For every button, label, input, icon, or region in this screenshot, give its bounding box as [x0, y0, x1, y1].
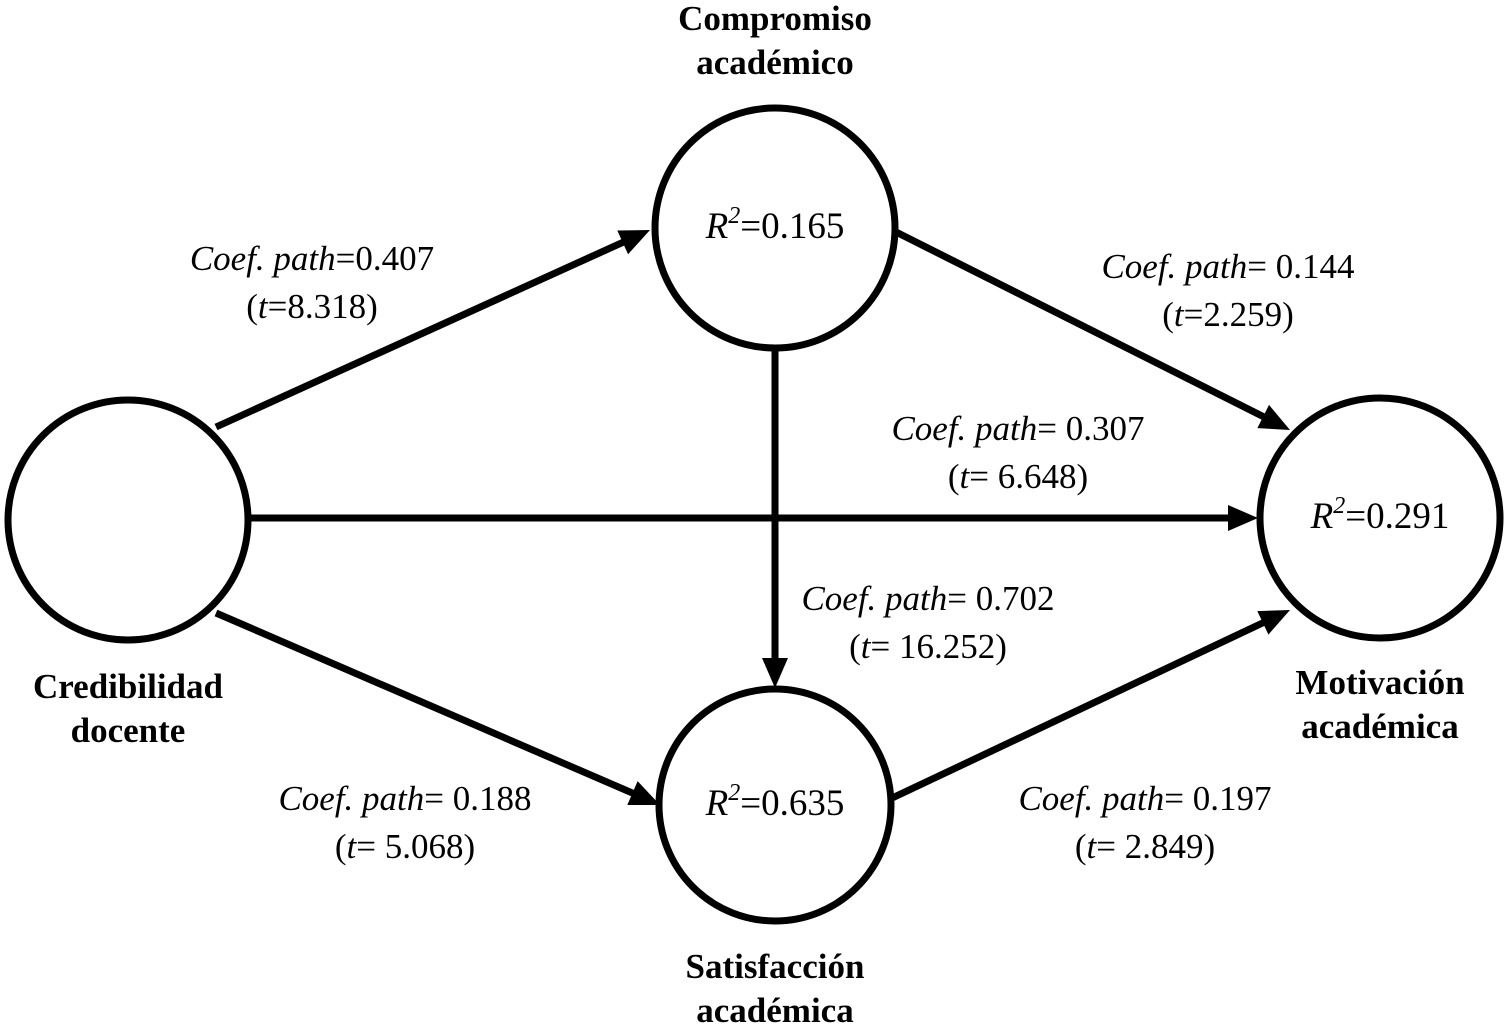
edge-compromiso-to-motivacion [894, 228, 1290, 430]
node-circle[interactable] [4, 396, 252, 644]
node-circle[interactable] [1256, 394, 1504, 642]
edge-coef-label: Coef. path= 0.188 [278, 779, 531, 818]
node-label-line2: académico [696, 43, 853, 82]
edge-coef-label: Coef. path= 0.144 [1101, 247, 1354, 286]
edge-coef-label: Coef. path= 0.307 [891, 409, 1144, 448]
node-label-line2: docente [71, 711, 186, 750]
edge-credibilidad-to-compromiso [214, 230, 650, 431]
edge-tvalue-label: (t=2.259) [1162, 295, 1294, 334]
edge-tvalue-label: (t= 5.068) [335, 827, 475, 866]
node-label-line1: Motivación [1295, 663, 1464, 702]
edge-coef-label: Coef. path= 0.702 [801, 579, 1054, 618]
edge-line [214, 609, 640, 799]
arrowhead-icon [762, 658, 788, 688]
edge-coef-label: Coef. path=0.407 [190, 239, 434, 278]
edge-line [214, 236, 630, 431]
edge-tvalue-label: (t= 6.648) [948, 457, 1088, 496]
node-label-line1: Credibilidad [33, 667, 224, 706]
node-label-line1: Satisfacción [686, 947, 865, 986]
edge-coef-label: Coef. path= 0.197 [1018, 779, 1271, 818]
arrowhead-icon [1257, 610, 1290, 635]
edge-line [886, 617, 1270, 804]
node-circle[interactable] [651, 104, 899, 352]
node-label-line2: académica [696, 991, 853, 1030]
node-compromiso-academico[interactable] [651, 104, 899, 352]
arrowhead-icon [617, 230, 650, 255]
edge-credibilidad-to-satisfaccion [214, 609, 660, 806]
node-label-line2: académica [1301, 707, 1458, 746]
edges-layer [214, 228, 1290, 806]
node-motivacion-academica[interactable] [1256, 394, 1504, 642]
node-credibilidad-docente[interactable] [4, 396, 252, 644]
node-label-line1: Compromiso [678, 0, 872, 38]
arrowhead-icon [627, 781, 660, 806]
edge-tvalue-label: (t= 16.252) [849, 627, 1007, 666]
node-labels-layer: Credibilidad docente Compromiso académicoMo… [33, 0, 1465, 1030]
arrowhead-icon [1257, 404, 1290, 430]
edge-tvalue-label: (t=8.318) [246, 287, 378, 326]
arrowhead-icon [1228, 505, 1258, 531]
node-r2-value: R2=0.635 [705, 780, 845, 825]
node-r2-value: R2=0.165 [705, 203, 845, 248]
edge-compromiso-to-satisfaccion [762, 348, 788, 688]
edge-tvalue-label: (t= 2.849) [1075, 827, 1215, 866]
edge-satisfaccion-to-motivacion [886, 610, 1290, 804]
node-r2-value: R2=0.291 [1310, 493, 1450, 538]
edge-line [894, 228, 1271, 423]
node-circle[interactable] [655, 685, 895, 925]
edge-labels-layer: Coef. path=0.407 (t=8.318) Coef. path= 0.1… [190, 239, 1355, 866]
node-satisfaccion-academica[interactable] [655, 685, 895, 925]
edge-credibilidad-to-motivacion [248, 505, 1258, 531]
